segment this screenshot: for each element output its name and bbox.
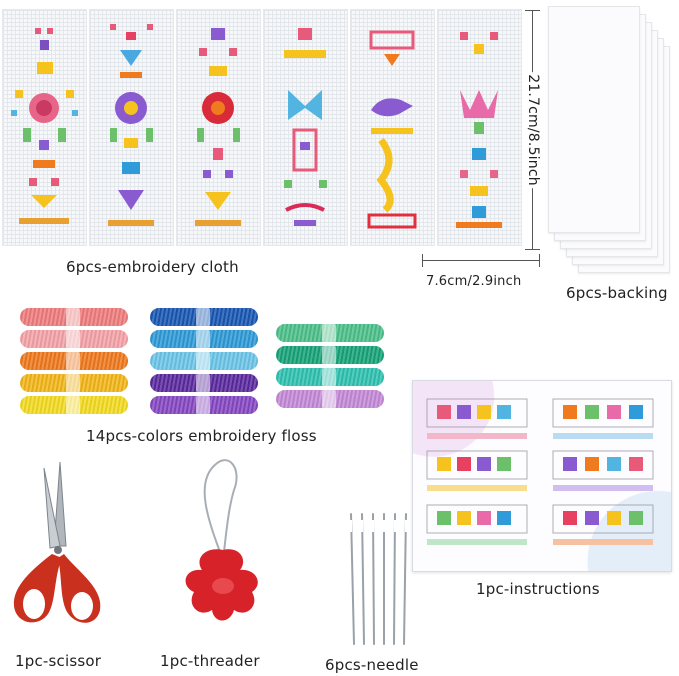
cloth-strip-6	[438, 10, 521, 245]
backing-label: 6pcs-backing	[566, 284, 668, 302]
floss-skein	[20, 308, 128, 326]
floss-column-left	[20, 308, 135, 418]
cloth-strip-3	[177, 10, 260, 245]
threader-label: 1pc-threader	[160, 652, 260, 670]
tulip-motif	[456, 32, 502, 228]
floss-skein	[150, 330, 258, 348]
embroidery-cloth-group	[0, 0, 540, 255]
scissor-label: 1pc-scissor	[15, 652, 102, 670]
red-flower-motif	[195, 28, 241, 226]
floss-skein	[20, 330, 128, 348]
floss-skein	[150, 396, 258, 414]
cloth-strip-5	[351, 10, 434, 245]
floss-skein	[150, 352, 258, 370]
floss-column-right	[276, 324, 391, 416]
floss-skein	[276, 368, 384, 386]
floss-skein	[150, 374, 258, 392]
height-dimension-label: 21.7cm/8.5inch	[525, 72, 541, 188]
instructions-sheet	[412, 380, 672, 572]
cloth-strip-4	[264, 10, 347, 245]
floss-skein	[150, 308, 258, 326]
width-dimension: 7.6cm/2.9inch	[422, 252, 540, 292]
width-dimension-line	[422, 260, 540, 261]
rose-motif	[11, 28, 78, 224]
floss-skein	[276, 346, 384, 364]
width-dimension-tick-left	[422, 254, 423, 267]
instructions-label: 1pc-instructions	[476, 580, 600, 598]
blue-butterfly-motif	[284, 28, 327, 226]
width-dimension-label: 7.6cm/2.9inch	[426, 274, 522, 289]
height-dimension-tick-top	[525, 10, 540, 11]
cloth-strip-2	[90, 10, 173, 245]
floss-label: 14pcs-colors embroidery floss	[86, 427, 317, 445]
floss-skein	[20, 352, 128, 370]
cloth-strip-1	[3, 10, 86, 245]
floss-skein	[276, 324, 384, 342]
backing-sheet	[548, 6, 640, 233]
cloth-label: 6pcs-embroidery cloth	[66, 258, 239, 276]
instruction-pattern-row	[426, 398, 654, 534]
floss-skein	[20, 396, 128, 414]
floss-skein	[20, 374, 128, 392]
butterfly-motif	[108, 24, 154, 226]
bird-motif	[367, 30, 417, 229]
threader-icon	[185, 459, 258, 621]
instructions-diagram	[426, 398, 654, 545]
height-dimension: 21.7cm/8.5inch	[521, 10, 545, 250]
backing-sheets	[548, 4, 673, 276]
needle-label: 6pcs-needle	[325, 656, 419, 674]
instruction-color-key-strips	[427, 433, 653, 545]
floss-column-middle	[150, 308, 265, 418]
height-dimension-tick-bottom	[525, 249, 540, 250]
needle-icon	[350, 513, 407, 645]
floss-skein	[276, 390, 384, 408]
width-dimension-tick-right	[539, 254, 540, 267]
scissor-icon	[13, 461, 101, 623]
floss-group	[20, 308, 400, 420]
instruction-pattern-colors	[437, 405, 643, 525]
